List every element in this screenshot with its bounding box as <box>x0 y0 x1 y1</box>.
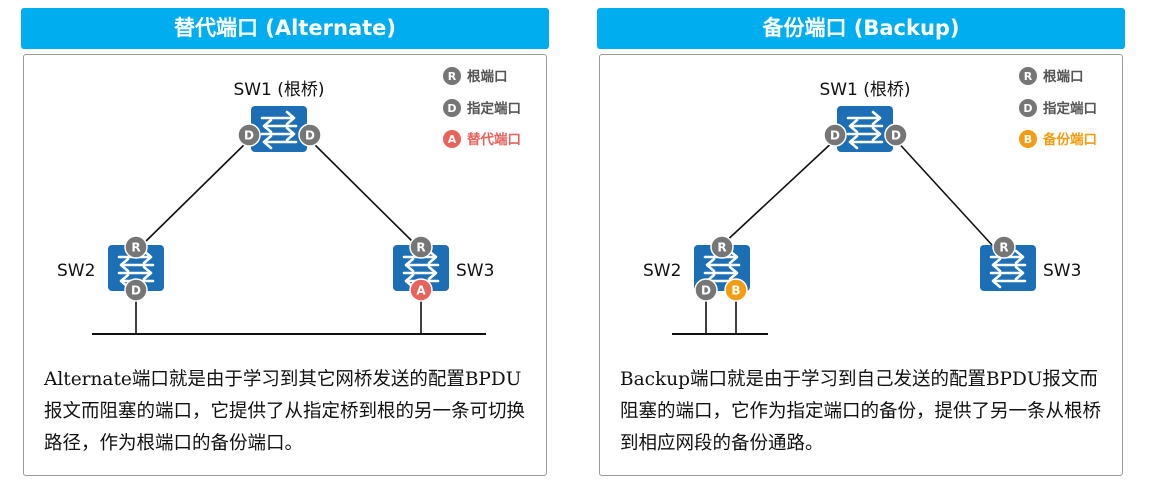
sw2-label: SW2 <box>643 261 681 281</box>
legend-item-designated: D 指定端口 <box>1019 99 1097 117</box>
svg-text:D: D <box>1023 102 1032 115</box>
sw2-port-badge-designated: D <box>694 278 718 302</box>
sw1-label: SW1 (根桥) <box>233 80 324 100</box>
sw2-port-badge-bottom: D <box>124 278 148 302</box>
sw2-port-badge-top: R <box>710 235 734 259</box>
sw2-port-badge-top: R <box>124 235 148 259</box>
legend-item-designated: D 指定端口 <box>443 99 521 117</box>
svg-text:D: D <box>244 129 254 143</box>
svg-text:B: B <box>1024 133 1032 146</box>
svg-text:根端口: 根端口 <box>467 68 508 85</box>
panel-body: SW1 (根桥) D D SW2 R D SW3 <box>23 54 547 476</box>
svg-text:R: R <box>131 241 140 255</box>
sw3-port-badge-top: R <box>992 235 1016 259</box>
sw1-port-badge-left: D <box>823 123 847 147</box>
legend-item-backup: B 备份端口 <box>1019 130 1097 148</box>
svg-text:D: D <box>701 284 711 298</box>
sw1-port-badge-right: D <box>884 123 908 147</box>
svg-text:A: A <box>416 284 426 298</box>
link-sw1-sw3 <box>893 137 993 246</box>
sw1-label: SW1 (根桥) <box>819 80 910 100</box>
sw1-switch-icon <box>837 106 893 152</box>
svg-text:A: A <box>448 133 457 146</box>
sw2-label: SW2 <box>57 261 95 281</box>
svg-text:备份端口: 备份端口 <box>1042 131 1097 148</box>
svg-text:R: R <box>448 70 457 83</box>
description-text: Alternate端口就是由于学习到其它网桥发送的配置BPDU报文而阻塞的端口，… <box>44 369 526 454</box>
sw2-port-badge-backup: B <box>724 278 748 302</box>
legend-item-root: R 根端口 <box>1019 67 1084 85</box>
sw1-port-badge-left: D <box>237 123 261 147</box>
topology-diagram: SW1 (根桥) D D SW2 R D B <box>643 67 1097 335</box>
sw3-port-badge-top: R <box>409 235 433 259</box>
svg-text:R: R <box>999 241 1008 255</box>
svg-text:D: D <box>891 129 901 143</box>
svg-text:B: B <box>731 284 740 298</box>
link-sw1-sw2 <box>141 137 252 246</box>
sw1-port-badge-right: D <box>298 123 322 147</box>
svg-text:D: D <box>305 129 315 143</box>
svg-text:D: D <box>830 129 840 143</box>
svg-text:指定端口: 指定端口 <box>1043 100 1097 117</box>
legend: R 根端口 D 指定端口 B 备份端口 <box>1019 67 1097 148</box>
backup-panel: 备份端口 (Backup) SW1 (根桥) D D SW2 <box>597 8 1125 476</box>
svg-text:R: R <box>1024 70 1033 83</box>
svg-text:指定端口: 指定端口 <box>467 100 521 117</box>
sw3-label: SW3 <box>456 261 494 281</box>
svg-text:替代端口: 替代端口 <box>467 131 521 148</box>
svg-text:根端口: 根端口 <box>1043 68 1084 85</box>
panel-body: SW1 (根桥) D D SW2 R D B <box>599 54 1123 476</box>
svg-text:D: D <box>131 284 141 298</box>
svg-text:R: R <box>416 241 425 255</box>
link-sw1-sw3 <box>307 137 417 246</box>
link-sw1-sw2 <box>721 137 838 246</box>
svg-text:R: R <box>717 241 726 255</box>
legend-item-root: R 根端口 <box>443 67 508 85</box>
svg-text:D: D <box>447 102 456 115</box>
sw3-label: SW3 <box>1043 261 1081 281</box>
topology-diagram: SW1 (根桥) D D SW2 R D SW3 <box>57 67 521 335</box>
panel-title: 替代端口 (Alternate) <box>21 8 549 49</box>
legend: R 根端口 D 指定端口 A 替代端口 <box>443 67 521 148</box>
sw3-port-badge-alternate: A <box>409 278 433 302</box>
sw1-switch-icon <box>251 106 307 152</box>
panel-title: 备份端口 (Backup) <box>597 8 1125 49</box>
description-text: Backup端口就是由于学习到自己发送的配置BPDU报文而阻塞的端口，它作为指定… <box>620 369 1102 454</box>
alternate-panel: 替代端口 (Alternate) SW1 (根桥) D D SW2 <box>21 8 549 476</box>
legend-item-alternate: A 替代端口 <box>443 130 521 148</box>
